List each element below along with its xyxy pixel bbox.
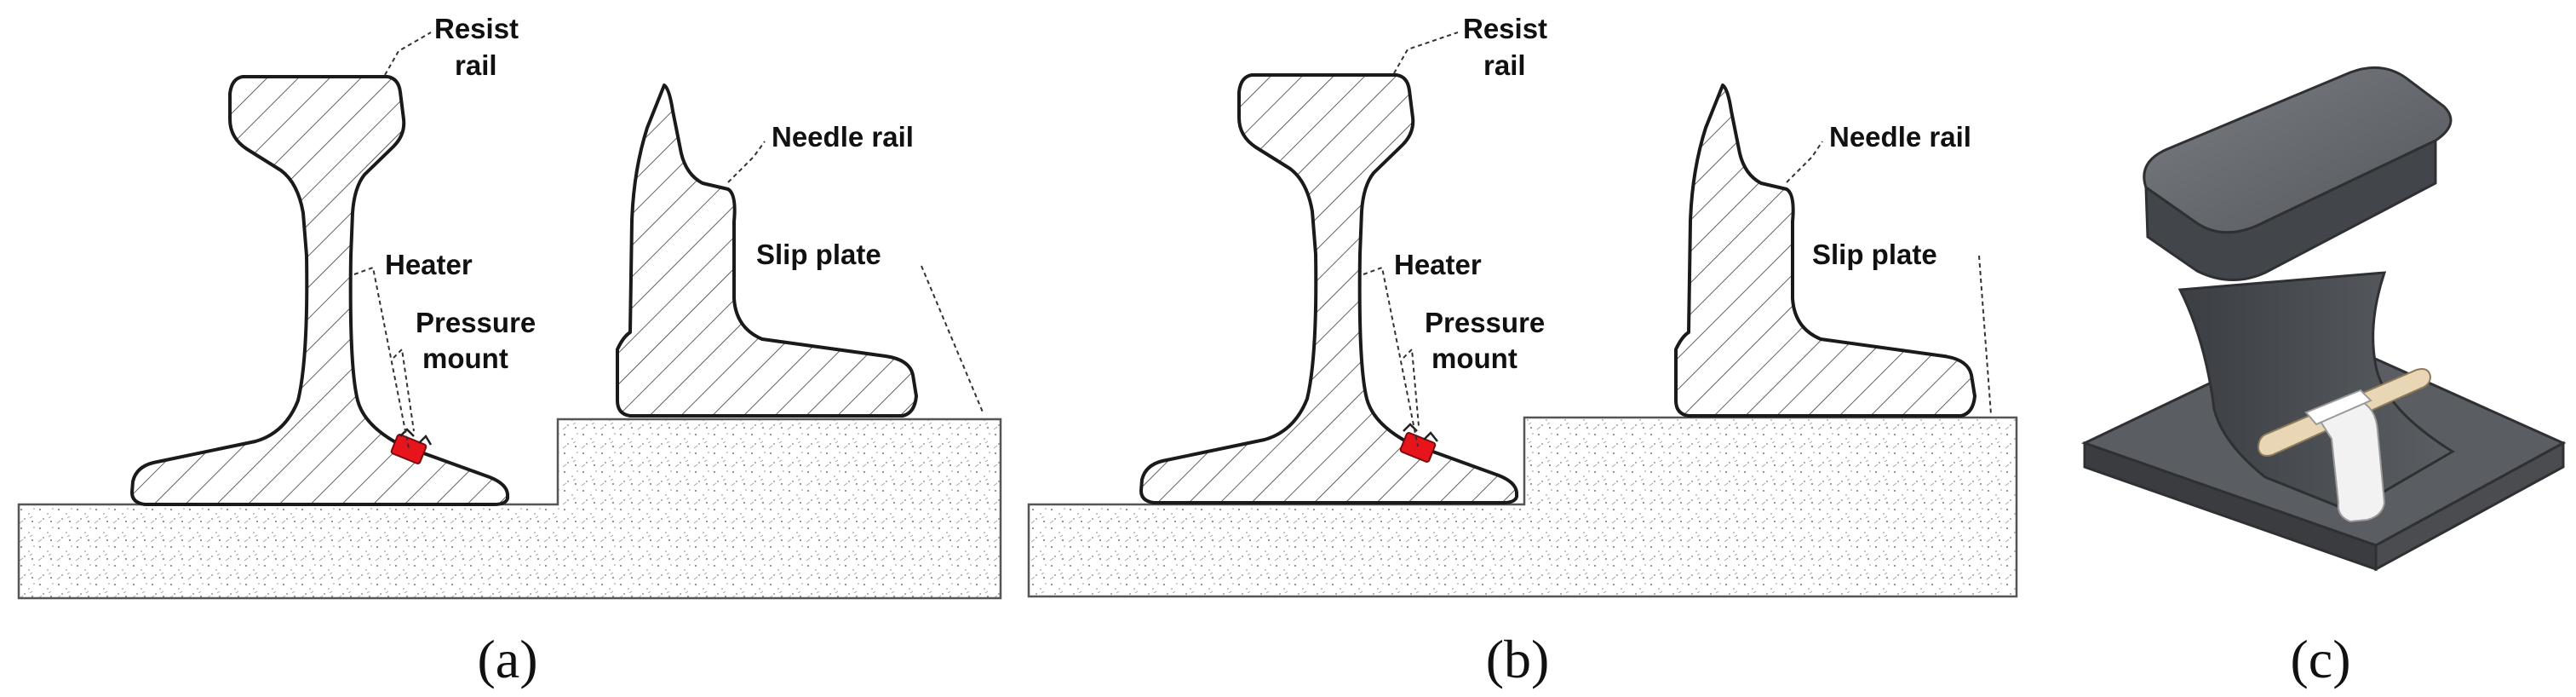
- panel-a-heater: [390, 434, 427, 464]
- panel-a-label-pressure-2: mount: [422, 343, 508, 374]
- panel-b-caption: (b): [1486, 629, 1550, 689]
- panel-c: (c): [2081, 66, 2567, 689]
- panel-b-label-heater: Heater: [1394, 249, 1482, 280]
- panel-b: Resist rail Needle rail Heater Pressure …: [1027, 13, 2018, 689]
- panel-a-needle-leader: [727, 141, 766, 183]
- panel-c-clip: [2316, 399, 2386, 523]
- panel-a-base: [17, 418, 1002, 600]
- panel-a-caption: (a): [477, 629, 537, 689]
- panel-a-needle-rail: [616, 84, 918, 418]
- panel-b-resist-rail: [1139, 73, 1518, 504]
- panel-b-heater: [1399, 432, 1437, 463]
- panel-a-label-heater: Heater: [385, 249, 473, 280]
- panel-b-label-pressure-1: Pressure: [1425, 307, 1545, 338]
- panel-a-resist-leader: [384, 32, 432, 76]
- panel-a-mount-leader: [393, 347, 415, 432]
- panel-b-needle-rail: [1674, 84, 1976, 418]
- panel-a-label-resist-2: rail: [455, 49, 497, 81]
- panel-b-label-needle: Needle rail: [1829, 121, 1971, 153]
- panel-b-label-resist-1: Resist: [1463, 13, 1547, 44]
- panel-b-mount-leader: [1403, 347, 1420, 427]
- panel-a-label-pressure-1: Pressure: [416, 307, 536, 338]
- panel-a-pressure-mount: [399, 428, 433, 446]
- panel-b-label-slip: Slip plate: [1812, 239, 1937, 270]
- panel-c-rail-head-side: [2144, 138, 2437, 281]
- panel-b-label-resist-2: rail: [1483, 49, 1526, 81]
- panel-a-label-needle: Needle rail: [772, 121, 914, 153]
- panel-b-resist-leader: [1393, 32, 1459, 74]
- panel-c-caption: (c): [2290, 629, 2350, 689]
- panel-b-base: [1027, 416, 2018, 598]
- panel-b-label-pressure-2: mount: [1431, 343, 1517, 374]
- panel-a-label-resist-1: Resist: [434, 13, 519, 44]
- panel-b-heater-leader: [1363, 266, 1419, 447]
- panel-b-slip-leader: [1978, 255, 1992, 415]
- panel-a: Resist rail Needle rail Heater Pressure …: [17, 13, 1002, 689]
- panel-b-needle-leader: [1786, 141, 1823, 183]
- panel-a-slip-leader: [921, 265, 984, 415]
- panel-c-clip-band: [2304, 389, 2372, 426]
- panel-c-rail-foot-edge-right: [2374, 441, 2565, 572]
- panel-a-resist-rail: [130, 75, 509, 506]
- panel-a-label-slip: Slip plate: [756, 239, 881, 270]
